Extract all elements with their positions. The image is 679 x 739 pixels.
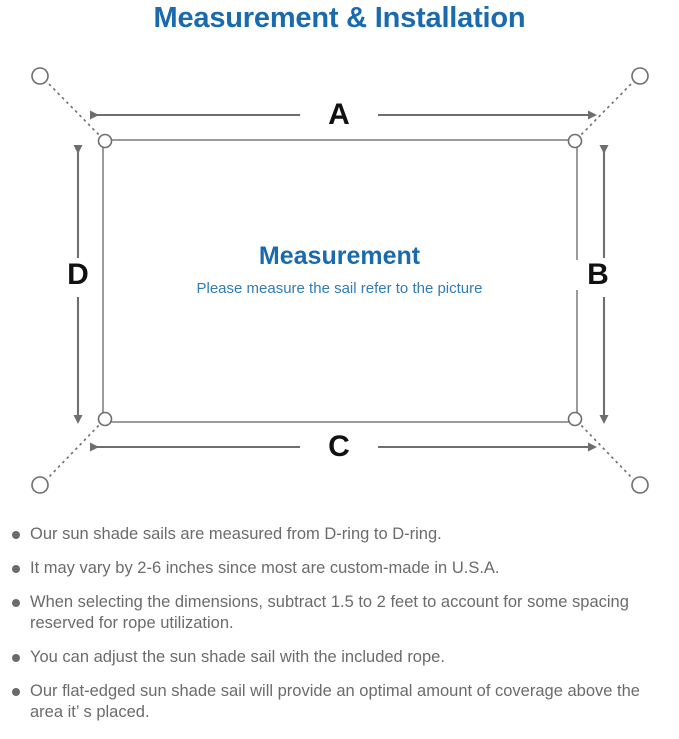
bullet-icon bbox=[12, 688, 20, 696]
anchor-point-top-right bbox=[631, 67, 649, 85]
d-rings bbox=[97, 133, 583, 427]
list-item: Our flat-edged sun shade sail will provi… bbox=[0, 681, 679, 723]
list-item: When selecting the dimensions, subtract … bbox=[0, 592, 679, 634]
notes-list: Our sun shade sails are measured from D-… bbox=[0, 524, 679, 736]
note-text: You can adjust the sun shade sail with t… bbox=[30, 648, 445, 666]
d-ring-bottom-left bbox=[97, 411, 113, 427]
d-ring-top-right bbox=[567, 133, 583, 149]
dimension-label-d: D bbox=[54, 260, 102, 290]
bullet-icon bbox=[12, 531, 20, 539]
bullet-icon bbox=[12, 599, 20, 607]
note-text: Our sun shade sails are measured from D-… bbox=[30, 525, 442, 543]
anchor-point-bottom-left bbox=[31, 476, 49, 494]
anchor-point-top-left bbox=[31, 67, 49, 85]
note-text: Our flat-edged sun shade sail will provi… bbox=[30, 682, 640, 721]
rope-bottom-right bbox=[576, 420, 633, 479]
list-item: Our sun shade sails are measured from D-… bbox=[0, 524, 679, 545]
dimension-label-c: C bbox=[305, 432, 373, 462]
bullet-icon bbox=[12, 565, 20, 573]
dimension-label-a: A bbox=[305, 100, 373, 130]
page-title: Measurement & Installation bbox=[153, 2, 526, 34]
list-item: You can adjust the sun shade sail with t… bbox=[0, 647, 679, 668]
bullet-icon bbox=[12, 654, 20, 662]
d-ring-bottom-right bbox=[567, 411, 583, 427]
anchor-points bbox=[31, 67, 649, 494]
rope-lines bbox=[47, 82, 633, 479]
rope-top-right bbox=[576, 82, 633, 140]
dimension-label-b: B bbox=[574, 260, 622, 290]
measurement-diagram: A B C D Measurement Please measure the s… bbox=[0, 45, 679, 520]
note-text: When selecting the dimensions, subtract … bbox=[30, 593, 629, 632]
d-ring-top-left bbox=[97, 133, 113, 149]
note-text: It may vary by 2-6 inches since most are… bbox=[30, 559, 500, 577]
anchor-point-bottom-right bbox=[631, 476, 649, 494]
rope-top-left bbox=[47, 82, 104, 140]
diagram-center-subtitle: Please measure the sail refer to the pic… bbox=[196, 280, 483, 297]
diagram-center-title: Measurement bbox=[258, 242, 421, 270]
rope-bottom-left bbox=[47, 420, 104, 479]
diagram-svg bbox=[31, 67, 649, 494]
list-item: It may vary by 2-6 inches since most are… bbox=[0, 558, 679, 579]
